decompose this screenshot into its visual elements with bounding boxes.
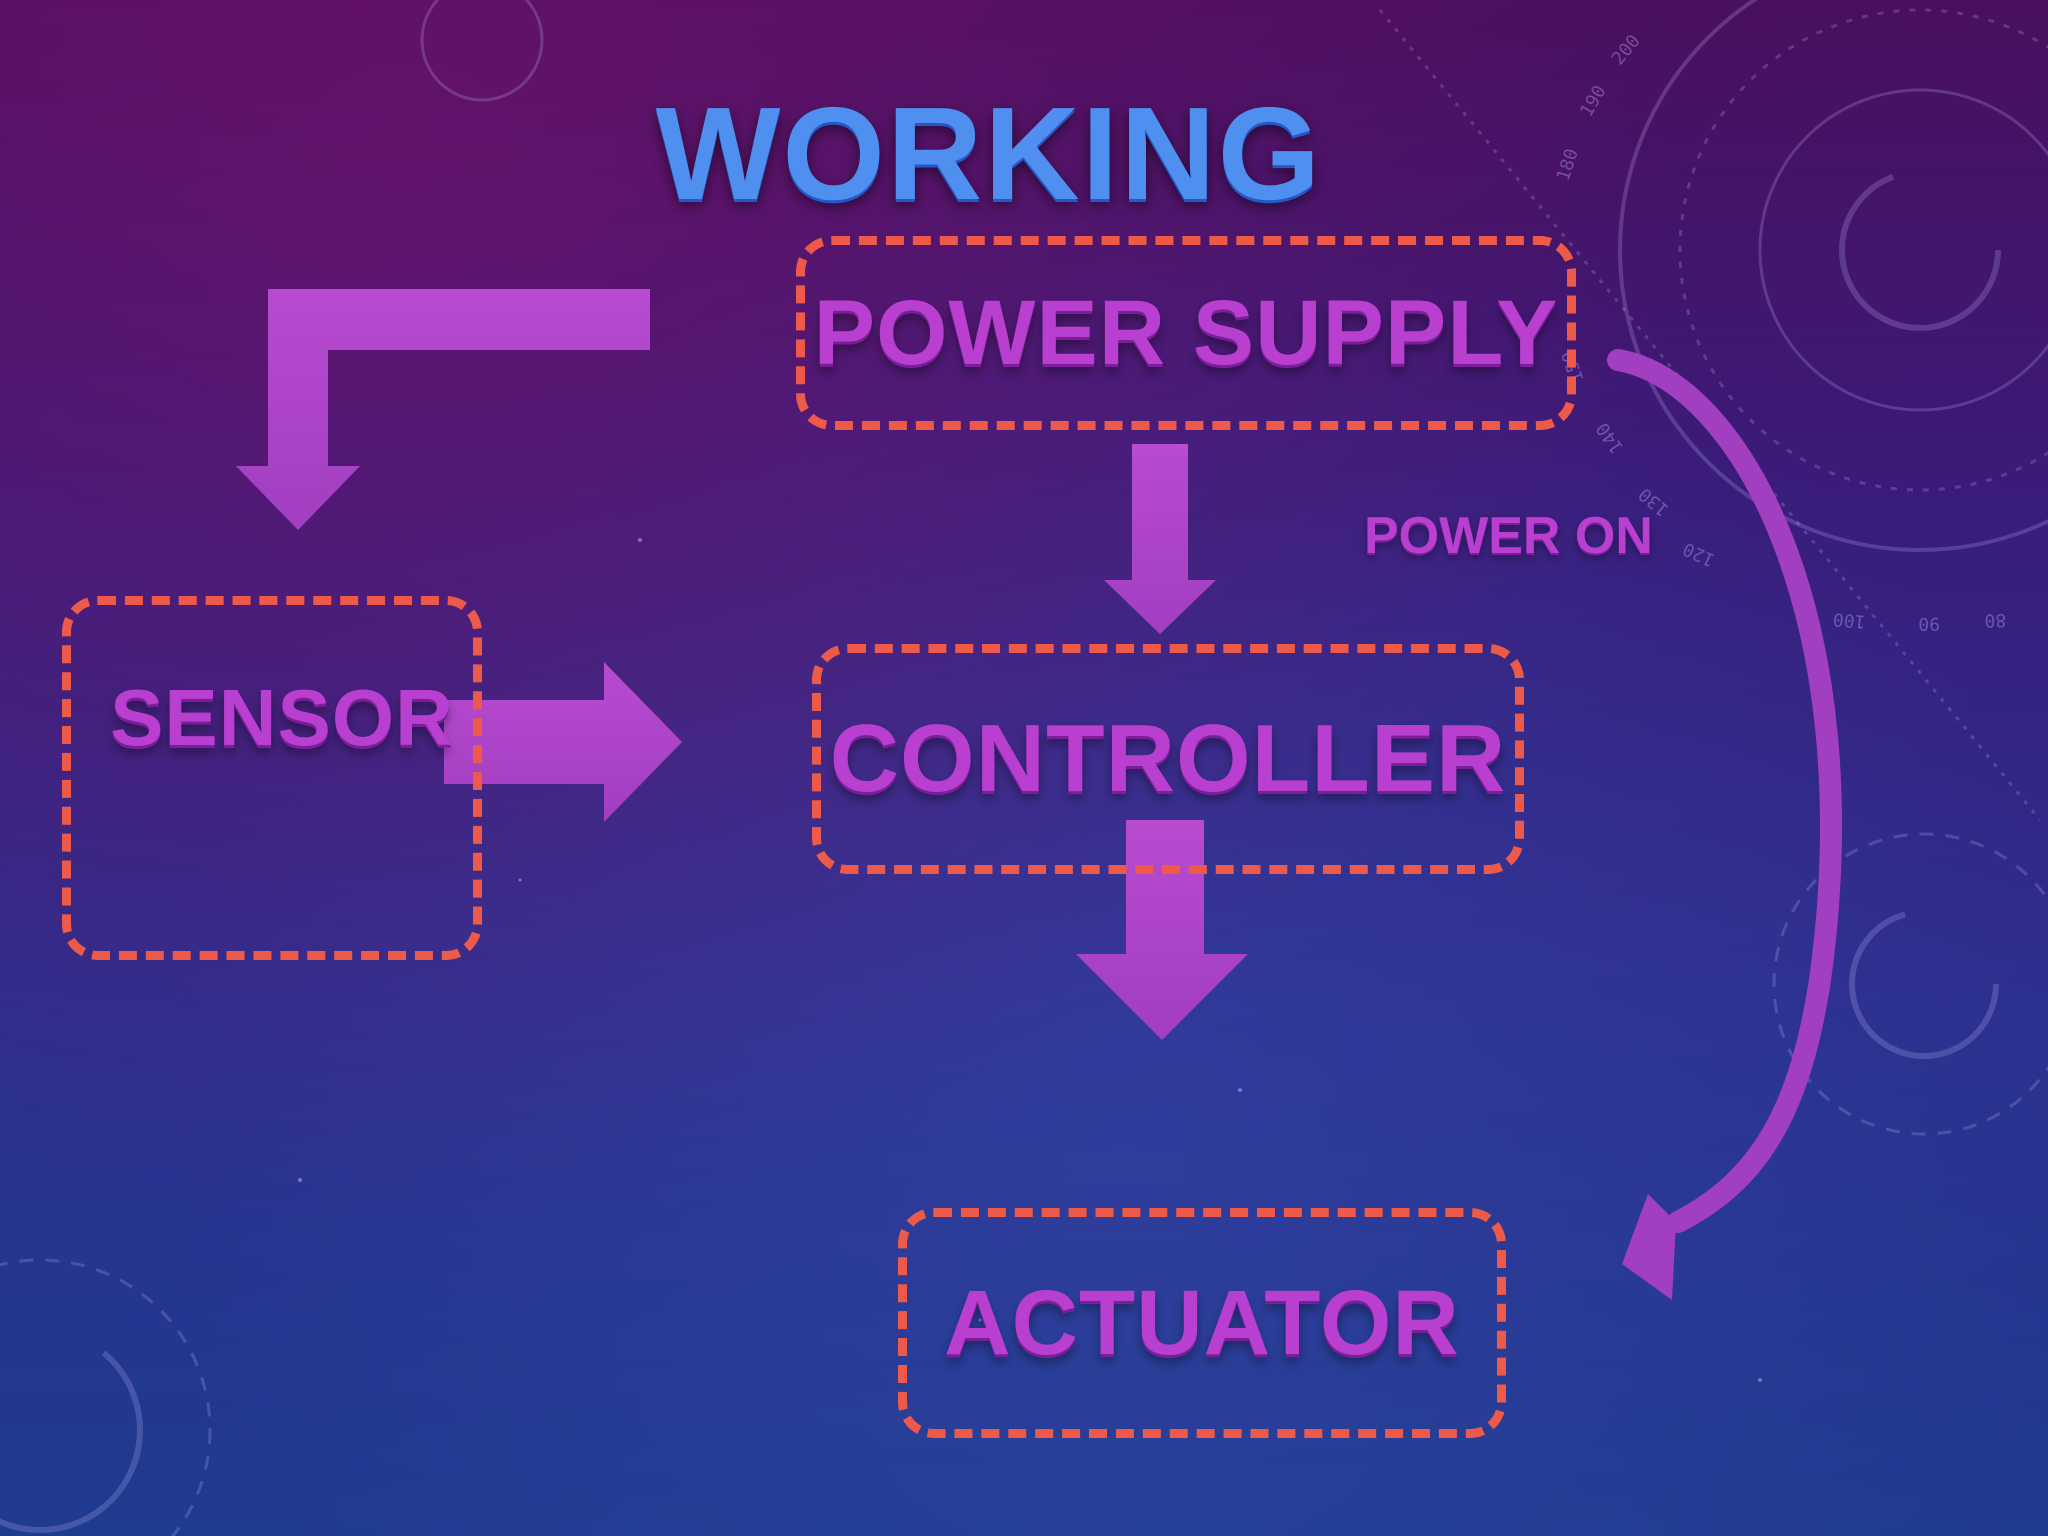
- node-actuator-label: ACTUATOR: [944, 1271, 1460, 1374]
- deco-circle-bottom-left-inner: [0, 1327, 143, 1533]
- slide-title: WORKING: [655, 80, 1323, 227]
- arrow-power-on-curve: [1607, 349, 1842, 1233]
- deco-star: [1758, 1378, 1762, 1382]
- arrow-controller-to-actuator: [1076, 820, 1248, 1040]
- arrow-power-on-head: [1622, 1194, 1676, 1300]
- node-actuator: ACTUATOR: [898, 1208, 1506, 1438]
- node-sensor: SENSOR: [62, 596, 482, 960]
- deco-star: [518, 878, 522, 882]
- deco-star: [638, 538, 642, 542]
- deco-star: [978, 1318, 982, 1322]
- deco-dial-core: [1839, 169, 2001, 331]
- deco-dial-mid: [1678, 8, 2048, 492]
- node-sensor-label: SENSOR: [110, 673, 454, 762]
- node-controller-label: CONTROLLER: [829, 705, 1507, 812]
- arrow-sensor-to-controller: [444, 662, 682, 822]
- deco-dial-number: 90: [1918, 613, 1940, 634]
- deco-star: [298, 1178, 302, 1182]
- deco-dial-number: 80: [1984, 609, 2006, 631]
- deco-circle-right-mid: [1772, 832, 2048, 1136]
- node-power-supply-label: POWER SUPPLY: [813, 281, 1559, 384]
- node-power-supply: POWER SUPPLY: [796, 236, 1576, 430]
- deco-dial-inner: [1758, 88, 2048, 412]
- arrow-power-to-controller: [1104, 444, 1216, 634]
- deco-circle-bottom-left: [0, 1258, 212, 1536]
- deco-dial-outer: [1618, 0, 2048, 552]
- arrow-power-to-sensor: [236, 289, 650, 530]
- deco-star: [1238, 1088, 1242, 1092]
- node-controller: CONTROLLER: [812, 644, 1524, 874]
- deco-circle-right-mid-inner: [1849, 909, 1999, 1059]
- edge-label-power-on: POWER ON: [1364, 507, 1653, 565]
- deco-circle-top-left: [420, 0, 544, 102]
- deco-dial-number: 100: [1832, 608, 1866, 632]
